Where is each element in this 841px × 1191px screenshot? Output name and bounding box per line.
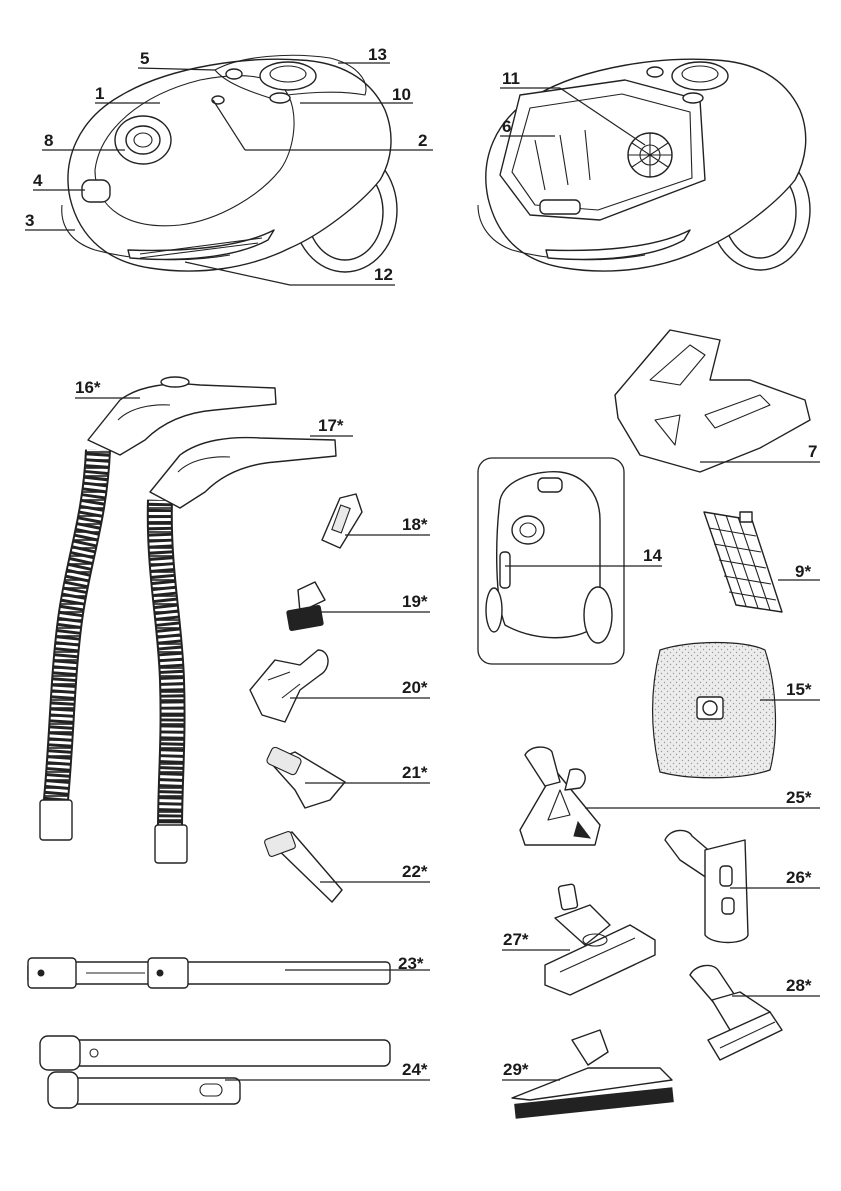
label-6: 6 — [502, 117, 511, 136]
label-13: 13 — [368, 45, 387, 64]
label-23: 23* — [398, 954, 424, 973]
vacuum-closed-drawing — [62, 55, 397, 272]
label-25: 25* — [786, 788, 812, 807]
tube-23-drawing — [28, 958, 390, 988]
label-5: 5 — [140, 49, 149, 68]
part-25-drawing — [520, 747, 600, 845]
tool-21-drawing — [266, 746, 345, 808]
tool-22-drawing — [264, 831, 342, 902]
part-29-drawing — [512, 1030, 673, 1118]
label-4: 4 — [33, 171, 43, 190]
part-28-drawing — [690, 965, 782, 1060]
label-9: 9* — [795, 562, 811, 581]
label-2: 2 — [418, 131, 427, 150]
tube-24-drawing — [40, 1036, 390, 1108]
label-16: 16* — [75, 378, 101, 397]
part-14-drawing — [478, 458, 624, 664]
label-17: 17* — [318, 416, 344, 435]
tool-20-drawing — [250, 650, 328, 722]
label-10: 10 — [392, 85, 411, 104]
label-20: 20* — [402, 678, 428, 697]
part-27-drawing — [545, 884, 655, 995]
label-27: 27* — [503, 930, 529, 949]
label-12: 12 — [374, 265, 393, 284]
label-26: 26* — [786, 868, 812, 887]
label-11: 11 — [502, 69, 520, 88]
label-22: 22* — [402, 862, 428, 881]
label-3: 3 — [25, 211, 34, 230]
part-7-drawing — [615, 330, 810, 472]
part-9-drawing — [704, 512, 782, 612]
label-24: 24* — [402, 1060, 428, 1079]
label-15: 15* — [786, 680, 812, 699]
label-14: 14 — [643, 546, 662, 565]
label-19: 19* — [402, 592, 428, 611]
label-18: 18* — [402, 515, 428, 534]
label-28: 28* — [786, 976, 812, 995]
tool-18-drawing — [322, 494, 362, 548]
part-26-drawing — [665, 830, 748, 942]
label-8: 8 — [44, 131, 53, 150]
label-1: 1 — [95, 84, 104, 103]
vacuum-open-drawing — [478, 59, 810, 271]
part-15-drawing — [653, 643, 776, 778]
label-29: 29* — [503, 1060, 529, 1079]
tool-19-drawing — [287, 582, 325, 631]
label-21: 21* — [402, 763, 428, 782]
label-7: 7 — [808, 442, 817, 461]
